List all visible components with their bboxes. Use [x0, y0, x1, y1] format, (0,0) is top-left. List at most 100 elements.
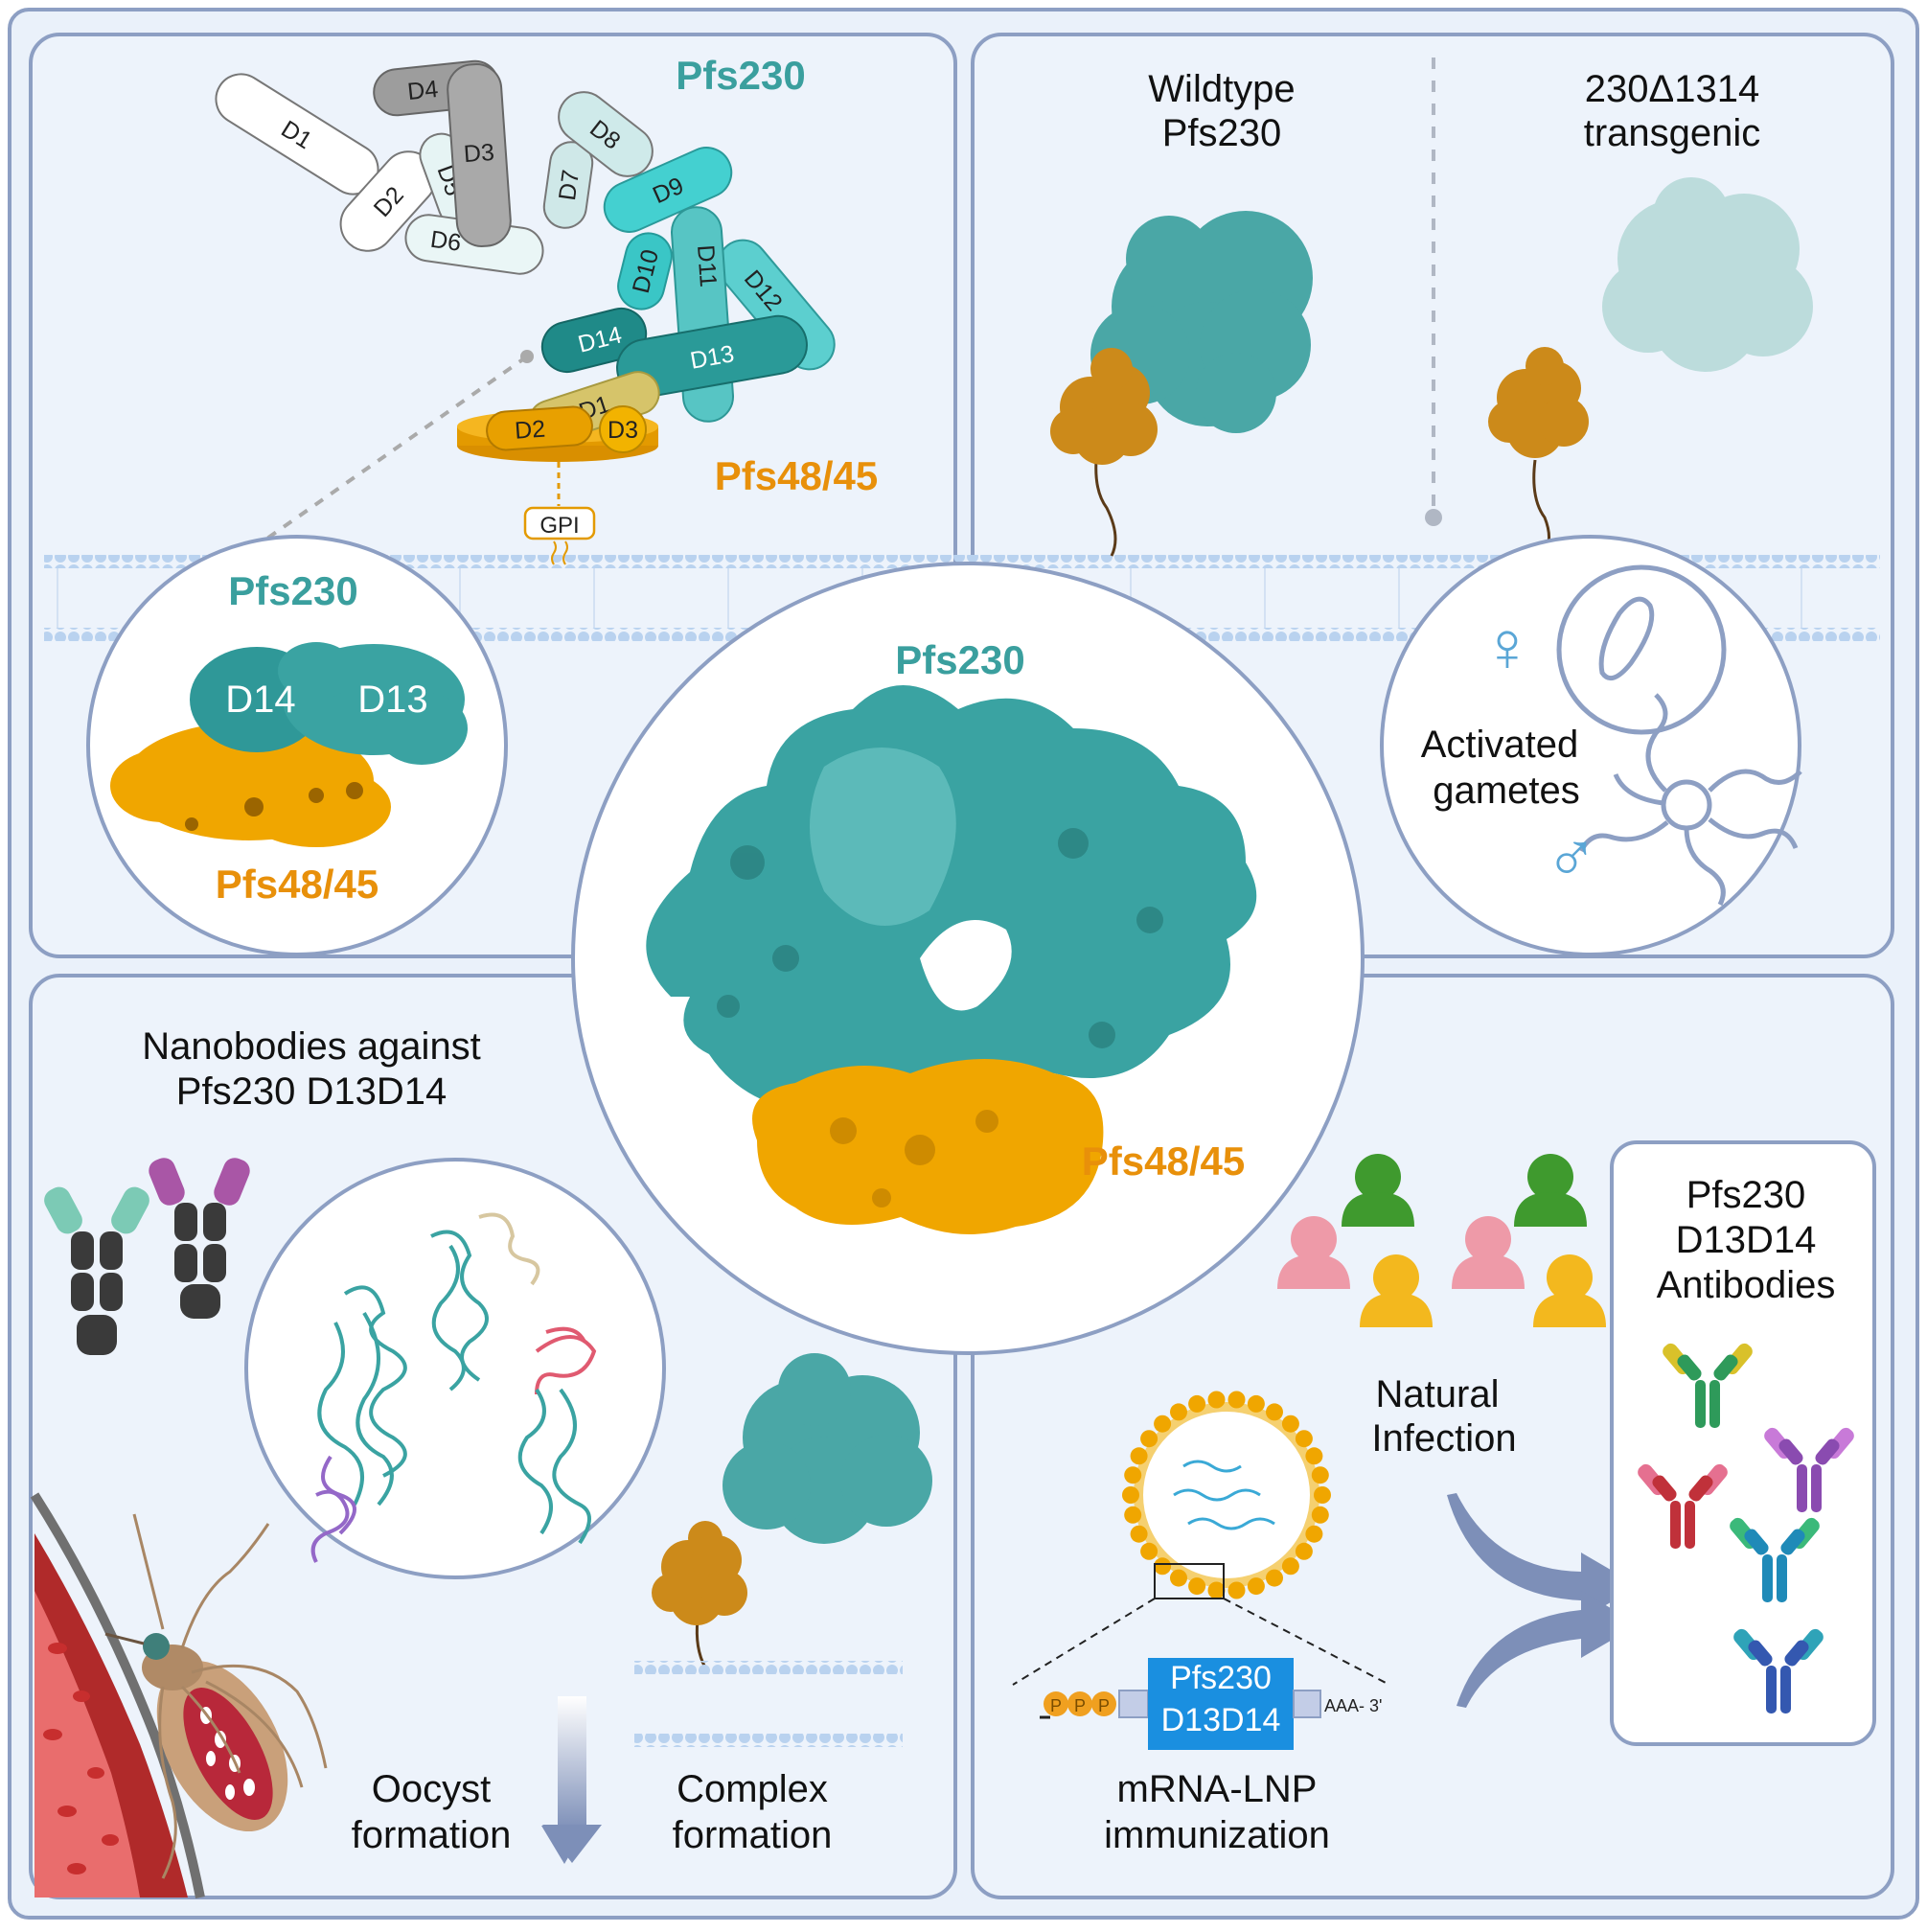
wildtype-complex-blob	[1050, 211, 1313, 557]
zoom-dot	[520, 350, 534, 363]
lnp-lipid-head	[1247, 1577, 1265, 1596]
svg-text:P: P	[1074, 1696, 1086, 1715]
lnp-lipid-head	[1130, 1525, 1148, 1543]
center-pfs230-title: Pfs230	[895, 637, 1024, 682]
center-pfs4845-density	[752, 1059, 1104, 1234]
person-icon-green-2	[1514, 1154, 1587, 1227]
center-pfs230-density	[646, 685, 1257, 1127]
inset-pfs4845-surface	[110, 722, 391, 847]
pfs230-domain-model: D1 D4 D2 D5 D6 D3 D7	[215, 59, 836, 423]
domain-d1: D1	[215, 73, 379, 196]
domain-d9: D9	[603, 147, 733, 233]
domain-d2: D2	[339, 150, 437, 252]
lnp-lipid-head	[1207, 1391, 1226, 1409]
gametes-label-line2: gametes	[1433, 770, 1579, 812]
domain-d3: D3	[447, 63, 512, 247]
top-left-pfs4845-title: Pfs48/45	[715, 453, 878, 498]
antibody-icon	[1730, 1517, 1820, 1602]
lnp-lipid-head	[1170, 1403, 1187, 1421]
domain-d8: D8	[558, 91, 654, 177]
lnp-lipid-head	[1311, 1466, 1329, 1484]
lnp-lipid-head	[1281, 1557, 1299, 1576]
complex-pfs4845-blob	[652, 1521, 747, 1668]
antibodies-label-line3: Antibodies	[1657, 1264, 1836, 1306]
lnp-lipid-head	[1314, 1486, 1331, 1504]
male-gamete-cell	[1578, 693, 1802, 907]
complex-membrane	[634, 1661, 903, 1747]
lnp-lipid-head	[1227, 1391, 1246, 1409]
female-symbol: ♀	[1480, 607, 1534, 686]
blood-vessel	[30, 1492, 205, 1898]
person-icon-pink	[1277, 1216, 1350, 1289]
oocyst-label-line2: formation	[352, 1814, 512, 1856]
nanobody-icon-purple	[149, 1158, 250, 1319]
oocyst-label-line1: Oocyst	[372, 1768, 491, 1810]
domain-d10: D10	[617, 232, 673, 310]
oocyst-arrow	[541, 1696, 602, 1864]
person-icon-green	[1342, 1154, 1414, 1227]
inset-pfs4845-subtitle: Pfs48/45	[216, 862, 379, 907]
svg-text:P: P	[1050, 1696, 1062, 1715]
mrna-construct: P P P Pfs230 D13D14 AAA- 3'	[1040, 1658, 1382, 1750]
male-symbol: ♂	[1545, 817, 1598, 897]
inset-pfs230-title: Pfs230	[228, 568, 357, 613]
mrna-box-label-line2: D13D14	[1161, 1702, 1281, 1738]
people-group-left	[1277, 1154, 1433, 1327]
wildtype-label-line1: Wildtype	[1148, 68, 1295, 110]
female-gamete-cell	[1556, 564, 1727, 735]
lnp-lipid-head	[1154, 1414, 1172, 1433]
nanobody-icon-green	[44, 1186, 149, 1355]
people-group-right	[1452, 1154, 1606, 1327]
antibody-icon	[1764, 1427, 1854, 1512]
lnp-lipid-head	[1188, 1577, 1206, 1596]
mosquito	[104, 1513, 328, 1879]
complex-label-line1: Complex	[677, 1768, 828, 1810]
mrna-lnp-label-line1: mRNA-LNP	[1117, 1768, 1318, 1810]
lnp-lipid-head	[1295, 1542, 1313, 1560]
lnp-lipid-head	[1122, 1486, 1139, 1504]
antibody-icon	[1733, 1628, 1824, 1714]
svg-text:D6: D6	[428, 226, 463, 257]
lnp-lipid-head	[1266, 1569, 1283, 1587]
inset-d13-label: D13	[357, 678, 427, 721]
pfs4845-domain-d2: D2	[486, 405, 593, 451]
center-cryoem-circle: Pfs230 Pfs48/45	[571, 562, 1365, 1355]
antibodies-label-line1: Pfs230	[1686, 1174, 1806, 1216]
lnp-lipid-head	[1305, 1447, 1323, 1465]
lnp-lipid-head	[1140, 1542, 1158, 1560]
svg-text:D7: D7	[554, 168, 585, 202]
lnp-mrna-strands	[1173, 1460, 1275, 1530]
lnp-lipid-head	[1154, 1557, 1172, 1576]
svg-text:D2: D2	[514, 416, 546, 445]
lnp-lipid-head	[1227, 1581, 1246, 1599]
mrna-box-label-line1: Pfs230	[1170, 1660, 1272, 1696]
natural-infection-line2: Infection	[1371, 1417, 1516, 1460]
svg-text:D3: D3	[463, 139, 495, 168]
person-icon-yellow	[1360, 1254, 1433, 1327]
natural-infection-line1: Natural	[1376, 1373, 1500, 1415]
domain-d13: D13	[616, 314, 808, 399]
antibodies-box: Pfs230 D13D14 Antibodies	[1610, 1140, 1876, 1746]
complex-label-line2: formation	[673, 1814, 833, 1856]
antibody-icon	[1663, 1343, 1753, 1428]
nanobody-structures-circle	[244, 1158, 666, 1579]
lnp-lipid-head	[1170, 1569, 1187, 1587]
svg-text:D3: D3	[608, 417, 638, 444]
center-pfs4845-subtitle: Pfs48/45	[1082, 1138, 1245, 1184]
mrna-lnp-label-line2: immunization	[1104, 1814, 1330, 1856]
poly-a-tail: AAA- 3'	[1324, 1696, 1382, 1715]
nanobodies-label-line1: Nanobodies against	[142, 1025, 481, 1068]
transgenic-pfs4845-blob	[1488, 347, 1589, 557]
antibody-icons	[1638, 1343, 1854, 1714]
transgenic-label-line2: transgenic	[1584, 112, 1761, 154]
transgenic-pfs230-blob	[1602, 177, 1813, 372]
inset-pfs230-surface	[190, 642, 468, 765]
nanobodies-label-line2: Pfs230 D13D14	[176, 1070, 447, 1113]
transgenic-label-line1: 230Δ1314	[1585, 68, 1759, 110]
antibodies-label-line2: D13D14	[1676, 1219, 1817, 1261]
domain-d7: D7	[542, 141, 594, 229]
cap-ppp: P P P	[1044, 1691, 1116, 1716]
lnp-lipid-head	[1311, 1506, 1329, 1524]
arrows-to-antibodies	[1447, 1493, 1639, 1708]
